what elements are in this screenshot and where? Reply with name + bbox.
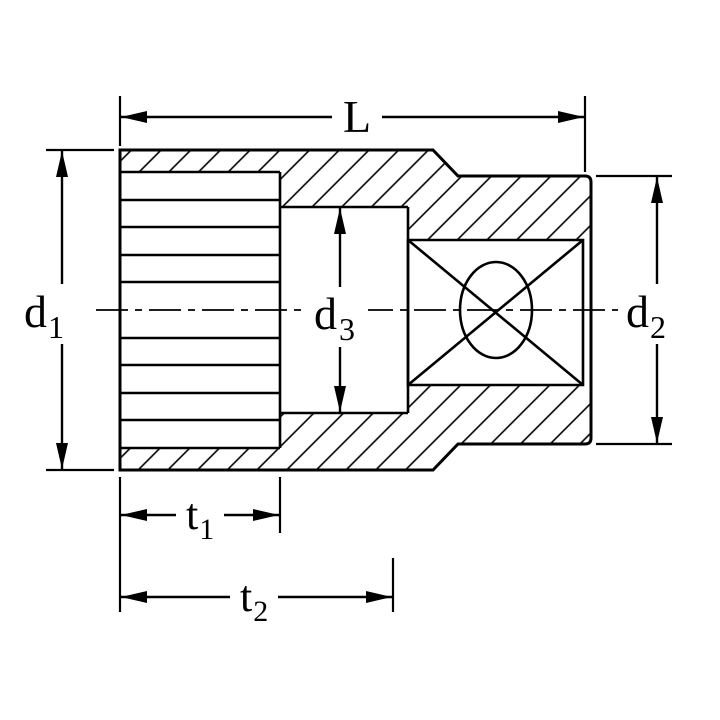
extension-lines — [46, 96, 672, 612]
socket-outline — [118, 148, 593, 472]
label-mask — [308, 287, 368, 347]
dim-label-d2-sub: 2 — [650, 309, 666, 345]
dim-label-t2: t2 — [240, 572, 268, 628]
dim-label-t2-base: t — [240, 572, 252, 621]
arrowhead — [121, 591, 147, 603]
dim-label-d3-sub: 3 — [339, 311, 355, 347]
hatch-top-wall — [120, 150, 591, 240]
label-mask — [332, 90, 382, 140]
dim-label-d1: d1 — [24, 286, 64, 345]
label-mask — [618, 284, 682, 344]
arrowhead — [121, 111, 147, 123]
arrowhead — [121, 509, 147, 521]
dim-label-t1-base: t — [186, 490, 198, 539]
label-mask — [14, 284, 76, 344]
label-masks — [14, 90, 682, 620]
arrowhead — [558, 111, 584, 123]
square-drive — [406, 238, 585, 387]
arrowhead — [56, 443, 68, 469]
dim-label-t2-sub: 2 — [253, 595, 268, 628]
dim-label-d1-base: d — [24, 286, 47, 337]
dim-label-d3-base: d — [314, 288, 337, 339]
dimension-labels: L d1 d2 d3 t1 t2 — [24, 91, 666, 628]
arrowhead — [366, 591, 392, 603]
dim-label-t1: t1 — [186, 490, 214, 546]
dim-label-d3: d3 — [314, 288, 355, 347]
dim-label-d1-sub: 1 — [48, 309, 64, 345]
dim-label-length: L — [343, 91, 371, 142]
arrowhead — [651, 177, 663, 203]
square-drive-diagonal — [407, 238, 584, 387]
arrowhead — [56, 151, 68, 177]
hatch-bottom-wall — [120, 385, 591, 470]
label-mask — [230, 576, 278, 620]
arrowhead — [334, 386, 346, 412]
dim-label-d2: d2 — [626, 286, 666, 345]
dim-label-d2-base: d — [626, 286, 649, 337]
arrowhead — [334, 208, 346, 234]
dim-label-t1-sub: 1 — [199, 513, 214, 546]
arrowhead — [253, 509, 279, 521]
label-mask — [176, 494, 224, 538]
dimension-arrowheads — [56, 111, 663, 603]
arrowhead — [651, 417, 663, 443]
